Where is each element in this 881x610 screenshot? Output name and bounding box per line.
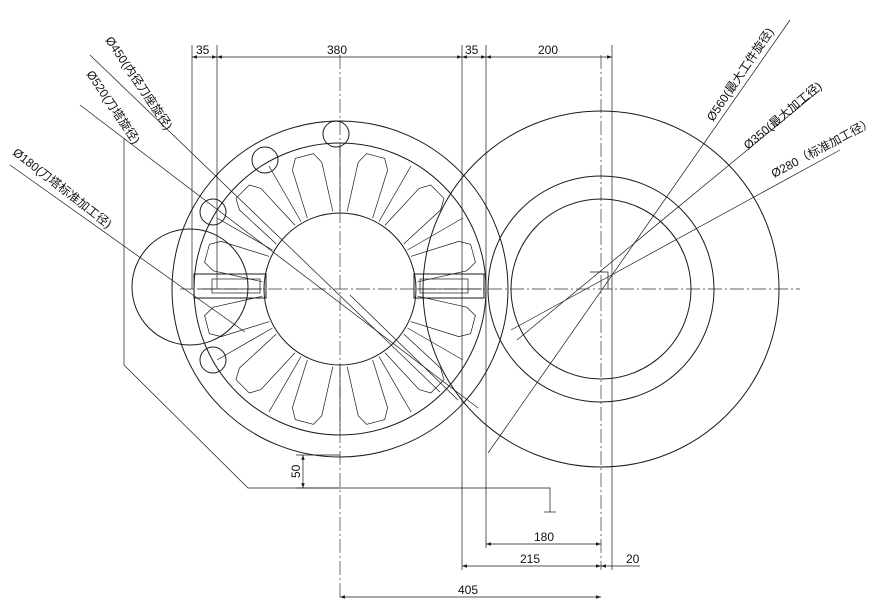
pocket-divider xyxy=(268,356,302,413)
envelope-bracket xyxy=(123,138,556,513)
tool-pocket xyxy=(292,359,334,425)
holder-bolt-circle xyxy=(251,146,279,174)
max-machining-circle-350 xyxy=(487,175,715,403)
dim-top-380: 380 xyxy=(327,43,347,57)
pocket-divider xyxy=(407,217,464,251)
pocket-divider xyxy=(407,327,464,361)
dim-top-35-right: 35 xyxy=(465,43,479,57)
max-work-swing-circle-560 xyxy=(422,110,780,468)
tool-pocket xyxy=(410,295,476,337)
right-diameter-labels: Ø560(最大工件旋径) Ø350(最大加工径) Ø280（标准加工径） xyxy=(704,25,876,180)
pocket-divider xyxy=(216,327,273,361)
top-dimensions: 35 380 35 200 xyxy=(192,43,612,59)
tool-pocket xyxy=(346,153,388,219)
tool-pocket xyxy=(346,359,388,425)
label-d180: Ø180(刀塔标准加工径) xyxy=(10,145,114,231)
dim-left-50: 50 xyxy=(289,464,303,478)
center-lines xyxy=(180,55,800,598)
pocket-divider xyxy=(378,165,412,222)
tool-pocket xyxy=(204,295,270,337)
extension-lines xyxy=(191,45,613,570)
tool-pocket xyxy=(410,241,476,283)
label-d560: Ø560(最大工件旋径) xyxy=(704,25,777,123)
dim-top-200: 200 xyxy=(538,43,558,57)
right-clamp-block xyxy=(413,273,485,299)
tool-pocket xyxy=(384,333,445,394)
turret-bore-circle xyxy=(263,212,417,366)
tool-pocket xyxy=(235,184,296,245)
holder-bolt-circle xyxy=(199,198,227,226)
right-clamp-inner xyxy=(419,278,469,294)
pocket-divider xyxy=(378,356,412,413)
dim-bottom-215: 215 xyxy=(520,552,540,566)
turret-swing-circle-520 xyxy=(171,120,509,458)
leader-lines xyxy=(9,19,841,454)
label-d350: Ø350(最大加工径) xyxy=(741,79,825,152)
dim-bottom-405: 405 xyxy=(458,583,478,597)
left-clamp-block xyxy=(193,273,267,299)
turret-standard-circle-180 xyxy=(131,228,249,346)
tool-pocket xyxy=(235,333,296,394)
left-diameter-labels: Ø450(内径刀座旋径) Ø520(刀塔旋径) Ø180(刀塔标准加工径) xyxy=(10,33,176,231)
tool-pocket xyxy=(292,153,334,219)
tool-pocket xyxy=(204,241,270,283)
label-d280: Ø280（标准加工径） xyxy=(769,115,876,181)
dim-top-35-left: 35 xyxy=(196,43,210,57)
dim-bottom-180: 180 xyxy=(534,530,554,544)
bottom-dimensions: 180 215 20 405 50 xyxy=(289,455,640,599)
turret xyxy=(131,120,509,458)
tool-pockets xyxy=(198,147,482,431)
workpiece xyxy=(422,110,780,468)
standard-machining-circle-280 xyxy=(510,198,692,380)
holder-bolt-circle xyxy=(199,346,227,374)
left-clamp-inner xyxy=(211,278,261,294)
dim-bottom-20: 20 xyxy=(626,552,640,566)
spindle-center-mark xyxy=(590,271,609,289)
tool-pocket xyxy=(384,184,445,245)
pocket-divider xyxy=(268,165,302,222)
holder-bolt-circle xyxy=(322,120,350,148)
